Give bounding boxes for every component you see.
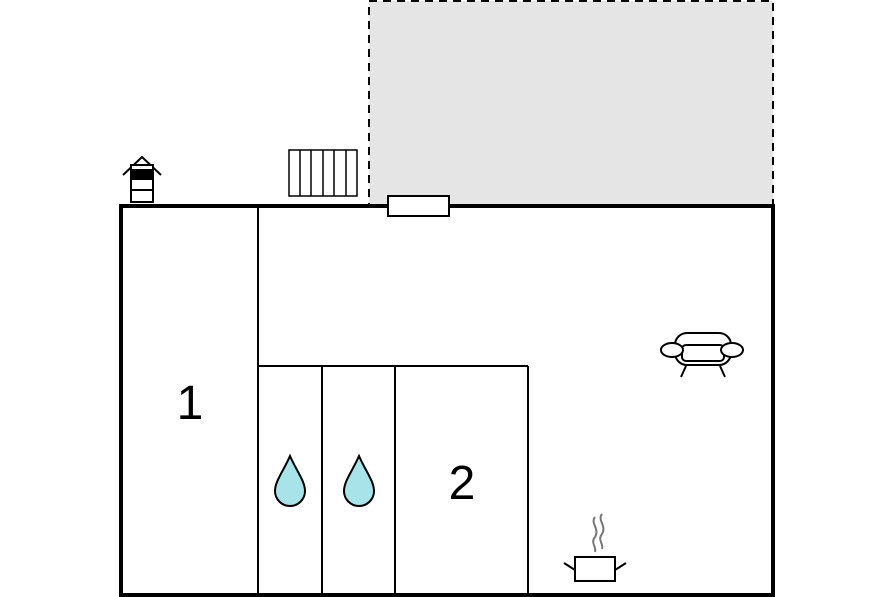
- house-entrance-icon: [122, 155, 162, 203]
- room-2-label: 2: [449, 457, 476, 510]
- cooking-pot-icon: [563, 513, 627, 582]
- water-drop-icon: [342, 453, 376, 507]
- water-drop-icon: [273, 453, 307, 507]
- fence-icon: [288, 149, 358, 197]
- interior-walls: [257, 207, 529, 594]
- door-icon: [387, 195, 450, 217]
- outer-walls: [119, 204, 775, 597]
- room-1-label: 1: [177, 377, 204, 430]
- terrace-area: [368, 0, 774, 207]
- sofa-icon: [660, 332, 744, 378]
